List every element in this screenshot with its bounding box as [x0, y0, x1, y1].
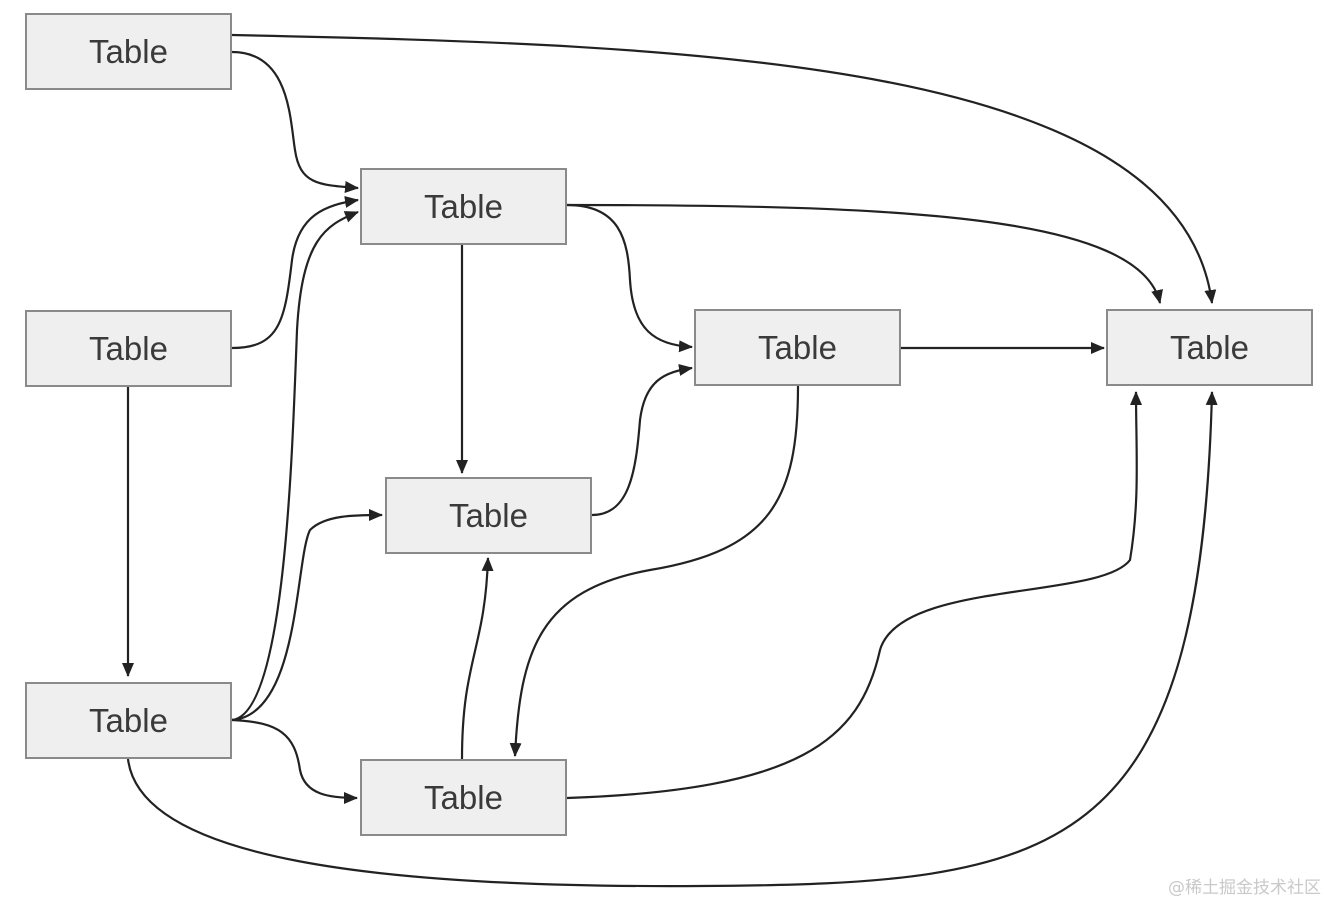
- edge-n1-to-n4: [231, 50, 359, 193]
- edge-n3-to-n6: [231, 718, 358, 804]
- edge-n1-to-n8: [231, 33, 1217, 304]
- edge-n5-to-n7: [591, 363, 693, 517]
- table-node-1[interactable]: Table: [25, 13, 232, 90]
- table-node-6[interactable]: Table: [360, 759, 567, 836]
- edge-n3-to-n8: [126, 391, 1218, 888]
- table-node-7[interactable]: Table: [694, 309, 901, 386]
- table-node-5[interactable]: Table: [385, 477, 592, 554]
- edge-n7-to-n6: [509, 385, 800, 757]
- table-node-4[interactable]: Table: [360, 168, 567, 245]
- edge-n4-to-n8: [566, 203, 1163, 304]
- edge-n4-to-n7: [566, 203, 693, 353]
- edge-n3-to-n4: [231, 210, 359, 722]
- edges-layer: [122, 33, 1218, 888]
- edge-n6-to-n5: [460, 557, 494, 760]
- watermark-text: @稀土掘金技术社区: [1168, 878, 1321, 898]
- table-node-3[interactable]: Table: [25, 682, 232, 759]
- table-node-2[interactable]: Table: [25, 310, 232, 387]
- edge-n6-to-n8: [566, 391, 1143, 800]
- table-node-8[interactable]: Table: [1106, 309, 1313, 386]
- edge-n3-to-n5: [231, 509, 383, 722]
- edge-n2-to-n4: [231, 196, 359, 350]
